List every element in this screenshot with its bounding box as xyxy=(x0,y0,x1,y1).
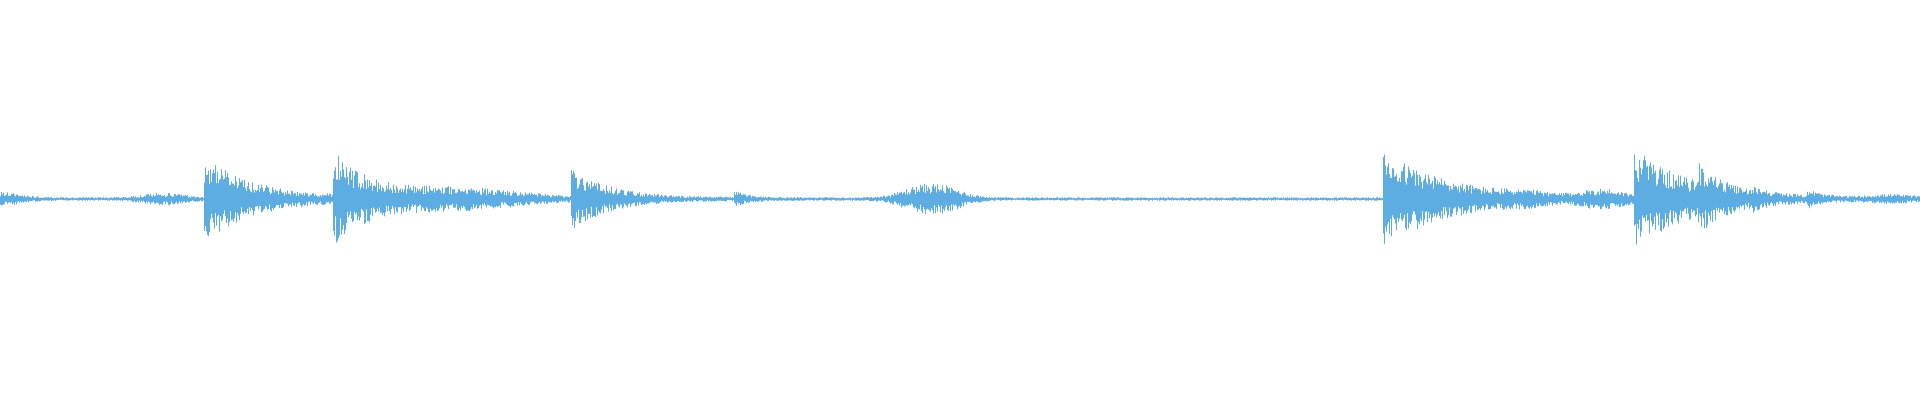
waveform-bars xyxy=(0,154,1920,245)
